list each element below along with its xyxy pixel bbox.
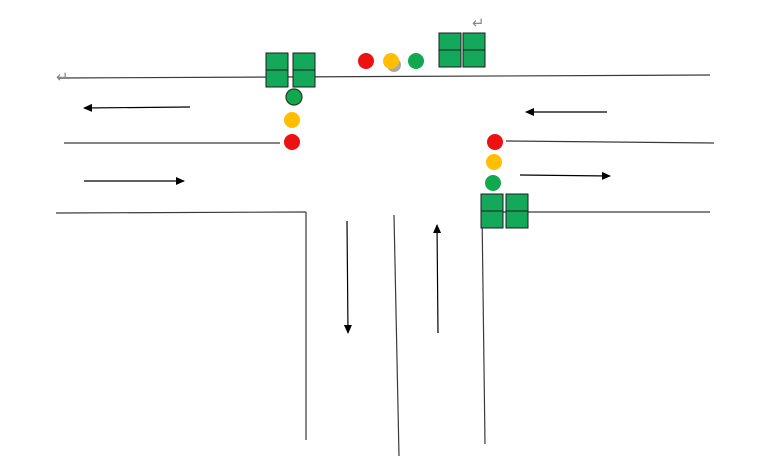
amber-light xyxy=(383,53,399,69)
west-road-westbound-arrow xyxy=(83,103,191,112)
signal-box-cell xyxy=(438,49,462,68)
signal-box-cell xyxy=(292,52,316,71)
south-road-northbound-arrow xyxy=(433,224,442,334)
red-light xyxy=(487,134,503,150)
signal-box-cell xyxy=(292,69,316,88)
amber-light xyxy=(486,154,502,170)
signal-north-top xyxy=(358,53,424,72)
signal-boxes xyxy=(265,32,529,229)
red-light xyxy=(284,134,300,150)
east-road-centerline xyxy=(505,140,715,144)
signal-box-cell xyxy=(480,210,504,229)
signal-box-cell xyxy=(480,193,504,212)
east-road-eastbound-arrow xyxy=(519,171,611,180)
paragraph-mark-left: ↵ xyxy=(56,68,69,86)
green-light xyxy=(408,53,424,69)
amber-light xyxy=(284,112,300,128)
traffic-arrows xyxy=(83,103,611,334)
signal-box-cell xyxy=(265,69,289,88)
red-light xyxy=(358,53,374,69)
signal-box-cell xyxy=(438,32,462,51)
signal-box-cell xyxy=(265,52,289,71)
signal-box-cell xyxy=(462,49,486,68)
signal-east xyxy=(485,134,503,191)
signal-north-left xyxy=(284,88,303,150)
signal-box-cell xyxy=(505,210,529,229)
signal-box-cell xyxy=(462,32,486,51)
green-light xyxy=(485,175,501,191)
signal-box-cell xyxy=(505,193,529,212)
west-road-south-edge xyxy=(55,211,307,214)
signal-box-east xyxy=(480,193,529,229)
south-road-east-edge xyxy=(481,211,486,445)
paragraph-mark-top: ↵ xyxy=(472,14,485,32)
road-edges xyxy=(55,74,715,456)
north-road-edge xyxy=(57,74,711,79)
south-road-centerline xyxy=(393,214,400,456)
signal-box-north-right xyxy=(438,32,486,68)
south-road-southbound-arrow xyxy=(343,220,352,334)
green-light xyxy=(285,88,303,106)
signal-box-north-left xyxy=(265,52,316,88)
